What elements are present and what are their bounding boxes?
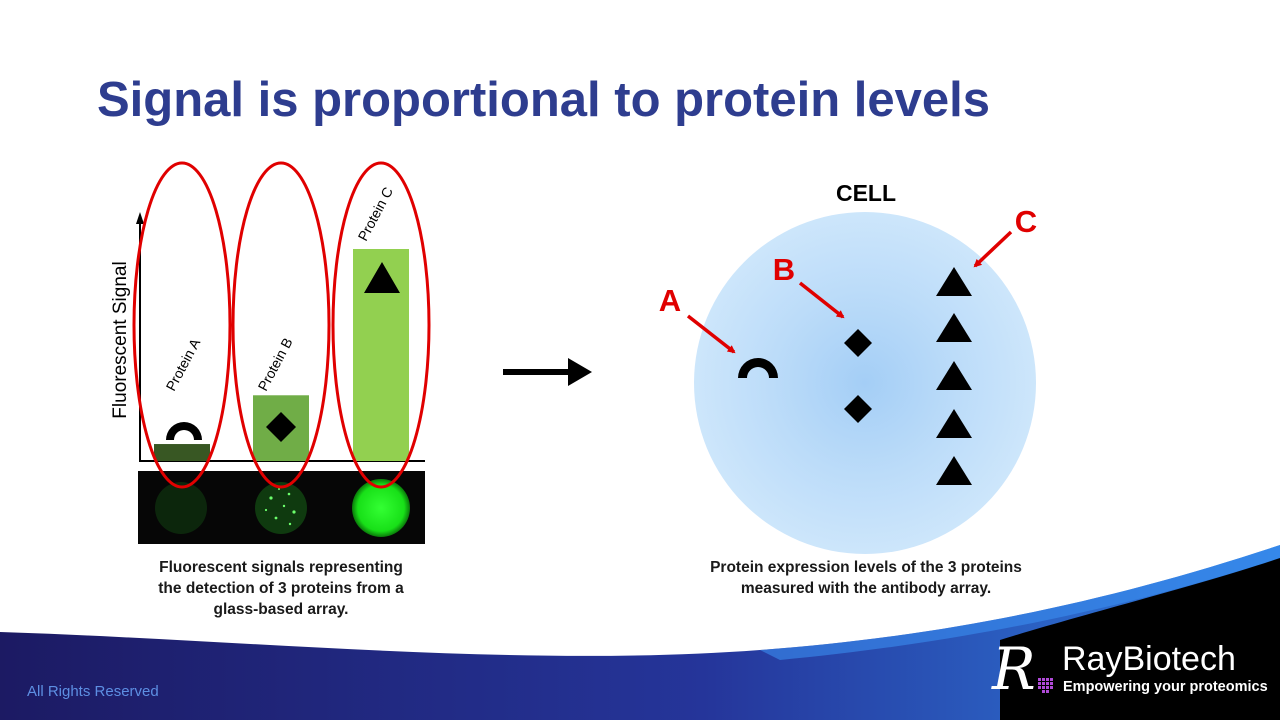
highlight-ellipse-c: [331, 161, 431, 489]
cell-triangle-icon: [936, 456, 972, 485]
footer-band: [0, 545, 1280, 720]
array-spot-b: [255, 482, 307, 534]
chart-caption-line: Fluorescent signals representing: [159, 559, 403, 576]
cell-caption: Protein expression levels of the 3 prote…: [680, 557, 1052, 599]
logo-letter: R: [991, 635, 1036, 703]
triangle-icon: [364, 262, 400, 293]
highlight-ellipse-b: [231, 161, 331, 489]
cell-label-a: A: [659, 283, 681, 318]
cell-diamond-icon: [844, 329, 872, 357]
chart-caption-line: the detection of 3 proteins from a: [158, 580, 404, 597]
cell-half-circle-icon: [738, 358, 778, 378]
bar-label-protein-b: Protein B: [255, 335, 296, 393]
brand-backdrop: [1000, 558, 1280, 720]
array-spot-b-speckles: [264, 488, 296, 526]
bar-protein-a: [154, 444, 210, 461]
diamond-icon: [266, 412, 296, 442]
arrow-right-icon: [503, 358, 592, 386]
cell-label-c: C: [1015, 204, 1037, 239]
cell-triangle-icon: [936, 409, 972, 438]
cell-body: [694, 212, 1036, 554]
bar-chart: Fluorescent Signal Protein A Protein B P…: [110, 161, 431, 544]
cell-title: CELL: [836, 180, 896, 206]
slide-title: Signal is proportional to protein levels: [97, 73, 991, 127]
cell-caption-line: Protein expression levels of the 3 prote…: [710, 559, 1022, 576]
cell-triangle-icon: [936, 361, 972, 390]
chart-caption: Fluorescent signals representing the det…: [130, 557, 432, 620]
array-spot-a: [155, 482, 207, 534]
cell-caption-line: measured with the antibody array.: [740, 580, 992, 597]
brand-tagline: Empowering your proteomics: [1063, 679, 1268, 695]
pointer-arrow-a: [686, 314, 736, 354]
cell-triangle-icon: [936, 313, 972, 342]
raybiotech-logo-icon: R: [991, 635, 1053, 703]
half-circle-icon: [166, 422, 202, 440]
cell-diagram: CELL A B C: [659, 180, 1037, 554]
highlight-ellipse-a: [132, 161, 232, 489]
brand-name: RayBiotech: [1062, 640, 1236, 678]
cell-diamond-icon: [844, 395, 872, 423]
array-spot-c: [352, 479, 410, 537]
bar-label-protein-c: Protein C: [355, 184, 397, 243]
footer-copyright: All Rights Reserved: [27, 683, 159, 700]
pointer-arrow-b: [798, 281, 845, 319]
y-axis-label: Fluorescent Signal: [110, 261, 131, 418]
pointer-arrow-c: [973, 230, 1013, 268]
y-axis-arrowhead: [136, 212, 144, 224]
chart-caption-line: glass-based array.: [213, 601, 349, 618]
cell-label-b: B: [773, 252, 795, 287]
bar-label-protein-a: Protein A: [163, 335, 204, 393]
cell-triangle-icon: [936, 267, 972, 296]
